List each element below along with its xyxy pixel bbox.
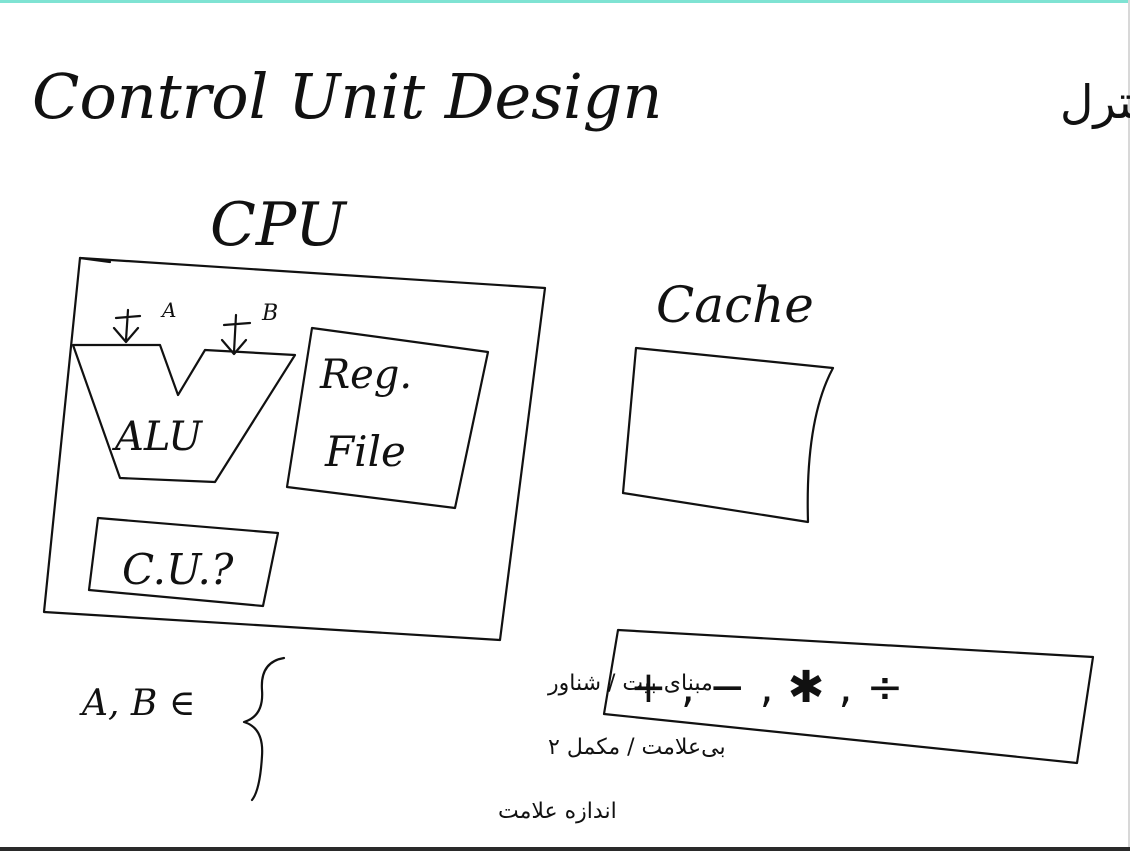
control-unit-box [87, 516, 280, 608]
cpu-box [42, 256, 547, 642]
operations-text: + , − , ✱ , ÷ [630, 662, 903, 713]
register-file-line2: File [324, 427, 406, 476]
window-right-border [1128, 0, 1130, 851]
alu-shape [71, 343, 297, 484]
register-file-box [285, 326, 490, 510]
operations-box [602, 628, 1095, 765]
alu-input-b-label: B [261, 301, 278, 326]
window-top-border [0, 0, 1130, 3]
alu-input-b-arrow [220, 313, 252, 356]
alu-input-a-arrow [112, 308, 142, 344]
cache-label: Cache [656, 276, 814, 334]
cpu-label: CPU [210, 190, 348, 260]
title-fa-text: طراحی واحد کنترل [1060, 75, 1130, 130]
operand-option-1: مبنای بیت / شناور [547, 671, 713, 696]
cache-box [621, 346, 835, 524]
operands-brace [242, 656, 286, 802]
window-bottom-border [0, 847, 1130, 851]
operand-option-2: بی‌علامت / مکمل ۲ [548, 735, 726, 760]
register-file-line1: Reg. [319, 352, 412, 398]
operand-option-3: اندازه علامت [498, 799, 617, 824]
alu-label: ALU [111, 414, 203, 460]
alu-input-a-label: A [160, 298, 176, 322]
control-unit-label: C.U.? [122, 545, 234, 594]
title-text: Control Unit Design [32, 60, 662, 133]
cpu-box-stroke [78, 256, 112, 264]
operands-label: A, B ∈ [79, 683, 195, 724]
